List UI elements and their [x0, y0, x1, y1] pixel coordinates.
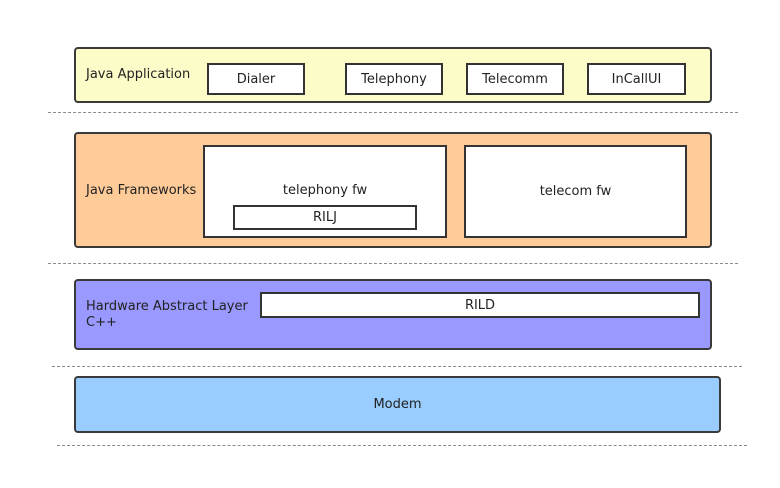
separator-1	[48, 112, 738, 113]
hal-label: Hardware Abstract Layer C++	[86, 299, 248, 331]
hal-label-line2: C++	[86, 315, 117, 330]
separator-4	[57, 445, 747, 446]
rild-box: RILD	[260, 292, 700, 318]
rilj-box: RILJ	[233, 205, 417, 230]
telecom-fw-box: telecom fw	[464, 145, 687, 238]
incallui-box: InCallUI	[587, 63, 686, 95]
telephony-box: Telephony	[345, 63, 443, 95]
dialer-box: Dialer	[207, 63, 305, 95]
telecomm-box: Telecomm	[466, 63, 564, 95]
modem-layer: Modem	[74, 376, 721, 433]
java-frameworks-layer: Java Frameworks telephony fw RILJ teleco…	[74, 132, 712, 248]
java-frameworks-label: Java Frameworks	[86, 183, 197, 198]
hal-label-line1: Hardware Abstract Layer	[86, 299, 248, 314]
java-application-layer: Java Application Dialer Telephony Teleco…	[74, 47, 712, 103]
java-application-label: Java Application	[86, 67, 191, 82]
separator-3	[52, 366, 742, 367]
separator-2	[48, 263, 738, 264]
hal-layer: Hardware Abstract Layer C++ RILD	[74, 279, 712, 350]
modem-label: Modem	[373, 397, 422, 412]
